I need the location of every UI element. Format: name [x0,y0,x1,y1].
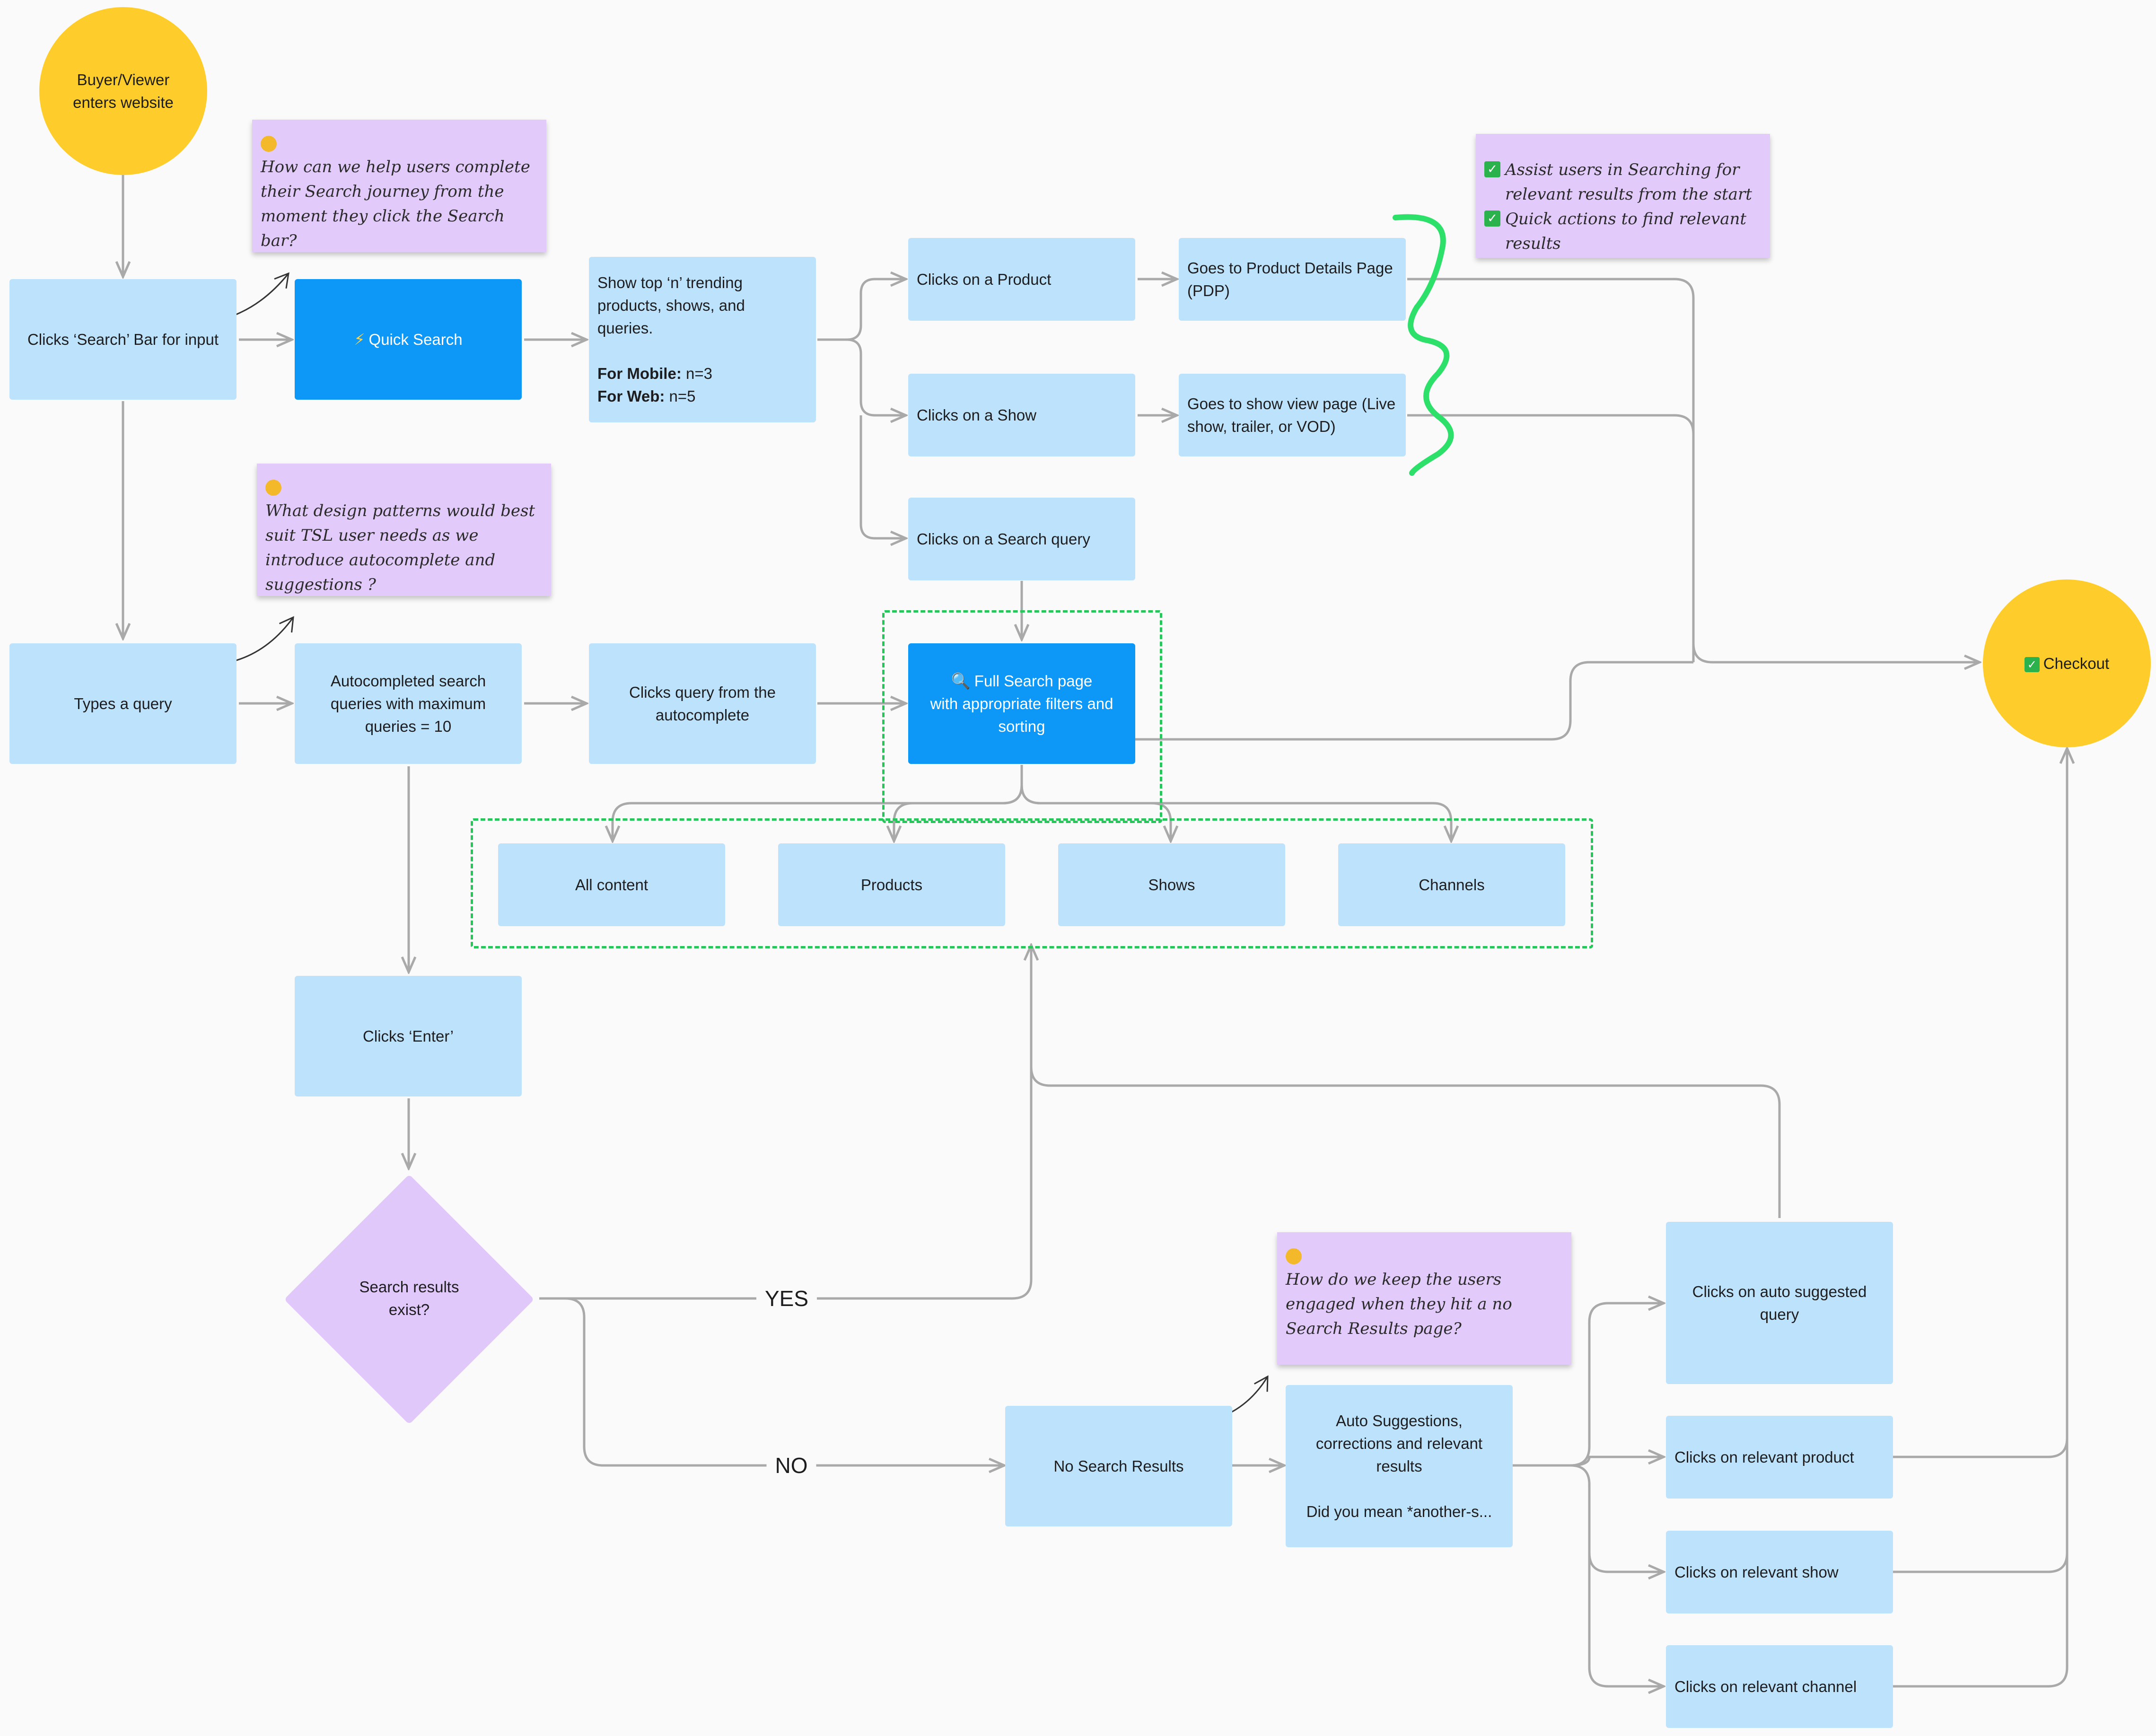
check-mark-icon: ✓ [1484,210,1500,227]
check-mark-icon: ✓ [2024,657,2040,672]
green-squiggle [1393,214,1454,476]
relevant-product-node: Clicks on relevant product [1666,1416,1893,1499]
edge-show-view-to-checkout [1407,414,1695,662]
relevant-channel-node: Clicks on relevant channel [1666,1645,1893,1728]
relevant-show-node: Clicks on relevant show [1666,1531,1893,1613]
autocompleted-node: Autocompleted search queries with maximu… [295,643,522,764]
did-you-mean-text: Did you mean *another-s... [1306,1502,1492,1520]
edge-full-search-to-channels [1020,785,1451,841]
edge-channel-to-checkout [1893,1553,2068,1688]
magnifier-icon: 🔍 [951,671,971,690]
trending-node: Show top ‘n’ trending products, shows, a… [589,257,816,422]
clicks-show-node: Clicks on a Show [908,374,1135,456]
checkout-label: Checkout [2043,654,2110,672]
sticky-goal-2: Quick actions to find relevant results [1505,210,1747,253]
web-label: For Web: [597,387,665,405]
edge-product-to-checkout [1893,748,2067,1458]
mobile-label: For Mobile: [597,365,682,382]
thinking-face-icon [265,480,281,496]
sticky-text: What design patterns would best suit TSL… [265,501,535,594]
auto-suggested-query-node: Clicks on auto suggested query [1666,1222,1893,1384]
types-query-node: Types a query [9,643,237,764]
clicks-autocomplete-node: Clicks query from the autocomplete [589,643,816,764]
full-search-group-outline [882,610,1162,823]
edge-trending-to-show [817,338,906,415]
edge-trending-to-query [859,415,906,538]
edge-decision-no [539,1297,1004,1465]
edge-label-no: NO [766,1453,816,1478]
sticky-question-search-journey: How can we help users complete their Sea… [252,120,546,252]
quick-search-label: Quick Search [368,330,463,348]
clicks-search-query-node: Clicks on a Search query [908,498,1135,580]
web-value: n=5 [665,387,696,405]
quick-search-node: ⚡Quick Search [295,279,522,400]
mobile-value: n=3 [681,365,712,382]
show-view-node: Goes to show view page (Live show, trail… [1179,374,1406,456]
sticky-goal-1: Assist users in Searching for relevant r… [1505,160,1752,204]
tab-shows: Shows [1058,843,1285,926]
thinking-face-icon [1286,1248,1302,1264]
edge-suggestions-to-show [1570,1464,1664,1572]
sticky-goals: ✓ Assist users in Searching for relevant … [1476,134,1770,258]
edge-full-search-to-products [894,785,1023,841]
pdp-node: Goes to Product Details Page (PDP) [1179,238,1406,321]
clicks-enter-node: Clicks ‘Enter’ [295,976,522,1096]
result-tabs-group-outline [471,818,1593,948]
check-mark-icon: ✓ [1484,161,1500,177]
sticky-text: How do we keep the users engaged when th… [1286,1270,1512,1338]
start-node: Buyer/Viewer enters website [39,7,207,175]
edge-suggestions-to-channel [1588,1553,1664,1686]
decision-label: Search results exist? [359,1278,459,1318]
lightning-icon: ⚡ [354,330,365,349]
clicks-product-node: Clicks on a Product [908,238,1135,321]
auto-suggestions-node: Auto Suggestions, corrections and releva… [1286,1385,1513,1547]
full-search-node: 🔍Full Search page with appropriate filte… [908,643,1135,764]
tab-all-content: All content [498,843,725,926]
edge-trending-to-product [817,279,906,341]
edge-auto-query-to-tabs [1030,984,1781,1218]
full-search-label: Full Search page with appropriate filter… [930,672,1113,735]
edge-label-yes: YES [756,1286,817,1311]
auto-suggestions-text: Auto Suggestions, corrections and releva… [1315,1412,1483,1475]
no-results-node: No Search Results [1005,1406,1232,1526]
edge-decision-yes [539,948,1033,1300]
clicks-search-bar-node: Clicks ‘Search’ Bar for input [9,279,237,400]
trending-text: Show top ‘n’ trending products, shows, a… [597,274,745,337]
edge-full-search-to-checkout [1135,661,1693,741]
sticky-text: How can we help users complete their Sea… [261,158,530,250]
sticky-question-design-patterns: What design patterns would best suit TSL… [257,464,551,596]
tab-products: Products [778,843,1005,926]
sticky-question-no-results: How do we keep the users engaged when th… [1277,1232,1571,1365]
tab-channels: Channels [1338,843,1565,926]
checkout-node: ✓Checkout [1983,579,2151,747]
thinking-face-icon [261,136,277,152]
